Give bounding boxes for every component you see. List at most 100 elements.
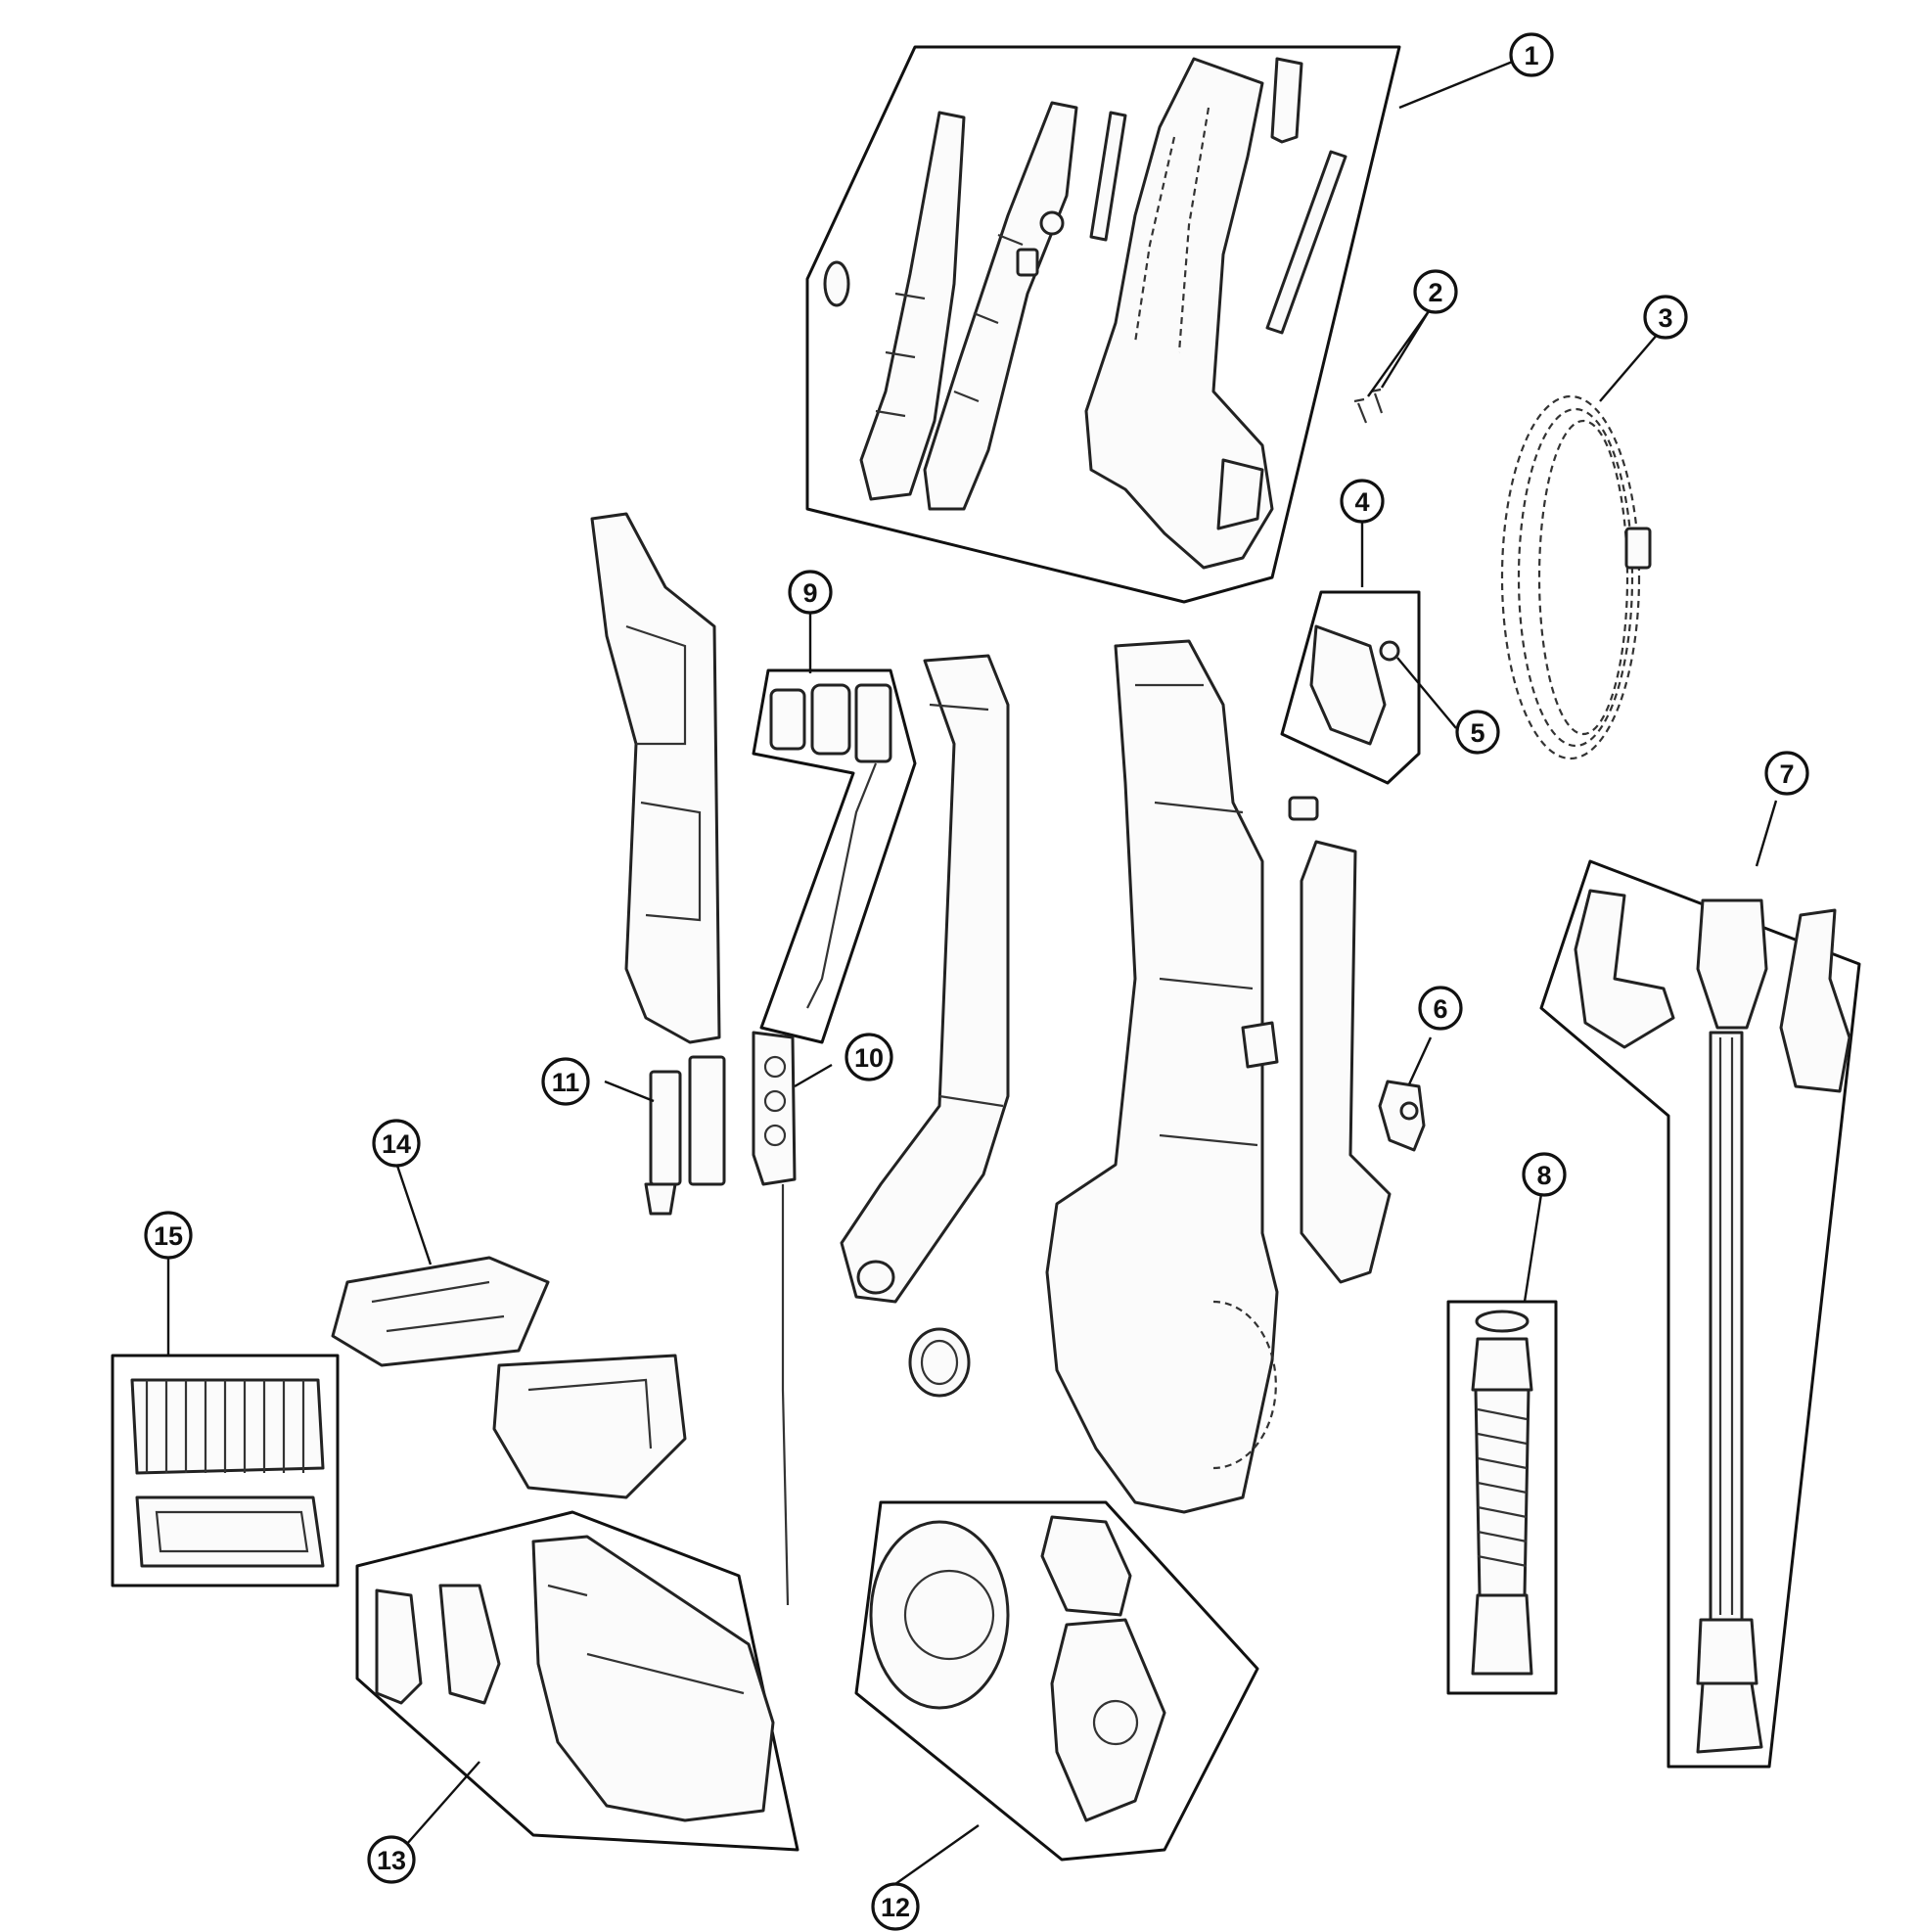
air-duct-group [840,654,1010,1398]
callout-5: 5 [1455,710,1500,755]
callout-12-label: 12 [881,1893,910,1922]
rear-body-panel-group [590,512,721,1044]
dirt-cup-bracket [375,1588,423,1705]
duct-seal-ring [908,1327,971,1398]
motor-group [854,1500,1259,1885]
screw [1353,397,1368,424]
handle-assembly-group [805,45,1516,604]
air-duct [840,654,1010,1304]
wand-nozzle [1696,1681,1763,1754]
callout-14: 14 [372,1119,421,1168]
hepa-filter [130,1378,325,1475]
screws-group [1353,310,1431,424]
handle-clip [1016,248,1039,277]
dirt-cup-lid-piece [438,1584,501,1705]
hose-cuff-bottom [1471,1593,1533,1676]
cord-hook-group [1280,521,1457,785]
callout-12: 12 [871,1882,920,1931]
callout-3: 3 [1643,295,1688,340]
cord-hook-screw [1379,640,1400,662]
main-body-group [1045,639,1392,1514]
switch-plate [688,1055,726,1186]
filter-tray [331,1256,550,1367]
hose-elbow [1300,840,1392,1284]
switch-housing [854,683,892,763]
hose-cuff-top [1471,1337,1533,1392]
dirt-cup-group [355,1510,799,1852]
handle-upper-body [1084,57,1274,570]
motor-filter [1040,1515,1132,1617]
callout-4-label: 4 [1354,487,1369,517]
wand-handle-piece [1574,889,1675,1049]
small-switch-group [604,1055,726,1216]
coupling [1288,796,1319,821]
wand-assembly-group [1539,800,1861,1769]
filter-box [492,1354,687,1499]
callout-11-label: 11 [552,1068,580,1097]
switch-harness-group [752,612,917,1044]
callout-13-label: 13 [377,1846,406,1875]
callout-14-label: 14 [382,1129,411,1159]
callout-5-label: 5 [1470,718,1484,748]
filter-gasket [135,1495,325,1568]
callout-15: 15 [144,1211,193,1260]
hepa-filter-outline [111,1354,340,1587]
callout-7: 7 [1764,751,1809,796]
callout-10: 10 [845,1033,893,1081]
switch-bracket [649,1070,682,1186]
callout-10-label: 10 [854,1043,884,1073]
callout-15-label: 15 [154,1221,183,1251]
long-wire [781,1184,790,1606]
callout-3-label: 3 [1658,303,1672,333]
switch-wire [806,762,878,1009]
motor-outline [854,1500,1259,1862]
callout-6: 6 [1418,986,1463,1031]
callout-1-label: 1 [1524,41,1538,70]
handle-grip-cover [1270,57,1303,144]
switch-knob [644,1182,677,1216]
wand-accessory-holder [1779,908,1851,1093]
callout-11: 11 [541,1057,590,1106]
power-cord-coil [1500,394,1641,760]
hose-outline [1446,1300,1558,1695]
main-front-body [1045,639,1279,1514]
callout-4: 4 [1340,479,1385,524]
small-clip-group [1378,1036,1433,1152]
wand-tube [1709,1031,1744,1622]
hose-group [1446,1193,1558,1695]
callout-1: 1 [1509,32,1554,77]
switch-harness-outline [752,668,917,1044]
handle-label-strip [1089,111,1127,242]
callout-9-label: 9 [802,578,817,608]
wand-lower-cuff [1696,1618,1758,1685]
wand-top-cuff [1696,898,1768,1030]
motor-housing [869,1520,1010,1710]
cord-hook-outline [1280,590,1421,785]
filter-tray-group [331,1162,687,1499]
switch-frame [769,688,806,751]
handle-trim-strip [1265,150,1347,335]
callout-2: 2 [1413,269,1458,314]
handle-half-left [859,111,966,501]
cord-plug [1624,527,1652,570]
wire-harness-group [752,1031,833,1606]
callout-8-label: 8 [1536,1161,1551,1190]
power-cord-group [1500,332,1660,760]
body-clip [1241,1021,1279,1069]
circuit-board [752,1031,797,1186]
cord-hook [1309,624,1387,746]
dirt-cup-outline [355,1510,799,1852]
rear-body-panel [590,512,721,1044]
dirt-cup-body [531,1535,775,1822]
motor-fan-housing [1050,1618,1166,1822]
handle-screw [1039,210,1065,236]
hepa-filter-group [111,1255,340,1587]
hose-ring [1475,1310,1530,1333]
callout-7-label: 7 [1779,759,1794,789]
switch-frame-open [810,683,851,756]
screw [1370,388,1384,414]
callout-6-label: 6 [1433,994,1447,1024]
callout-13: 13 [367,1835,416,1884]
wand-assembly-outline [1539,859,1861,1769]
